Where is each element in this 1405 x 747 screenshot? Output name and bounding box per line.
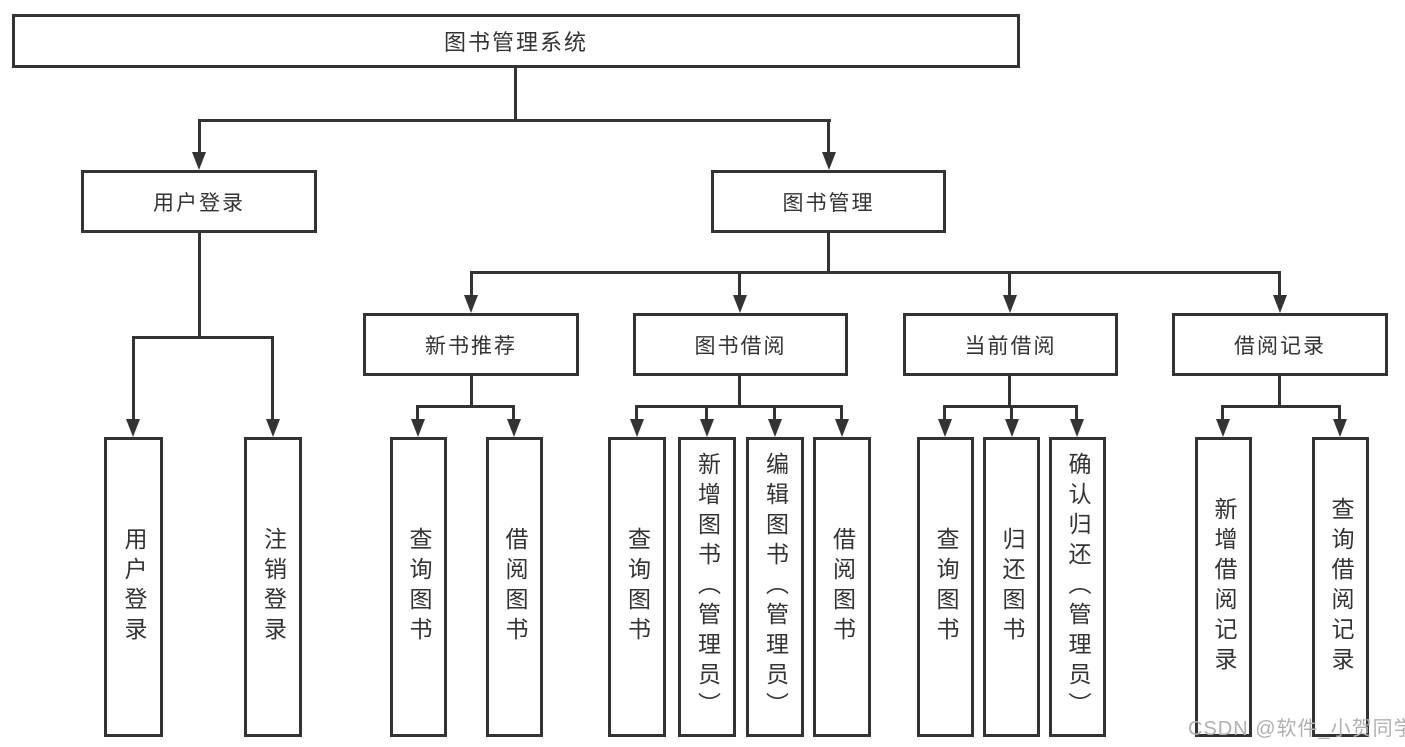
arrow-down-icon xyxy=(507,419,521,437)
arrow-down-icon xyxy=(192,152,206,170)
arrow-down-icon xyxy=(1273,295,1287,313)
watermark: CSDN @软件_小贺同学 xyxy=(1188,718,1405,740)
node-user-login-label: 用户登录 xyxy=(153,191,245,215)
connector-line xyxy=(1008,271,1011,297)
connector-line xyxy=(773,405,776,421)
leaf-label: 新增借阅记录 xyxy=(1211,497,1237,677)
leaf-label: 查询借阅记录 xyxy=(1328,497,1354,677)
node-current-borrow: 当前借阅 xyxy=(903,313,1118,376)
connector-line xyxy=(514,68,517,119)
node-book-borrow: 图书借阅 xyxy=(633,313,848,376)
leaf-query-books-borrow: 查询图书 xyxy=(608,437,666,737)
connector-line xyxy=(1010,405,1013,421)
connector-line xyxy=(132,336,274,339)
leaf-borrow-books: 借阅图书 xyxy=(813,437,871,737)
leaf-user-login: 用户登录 xyxy=(104,437,163,737)
node-current-borrow-label: 当前借阅 xyxy=(964,334,1057,358)
arrow-down-icon xyxy=(1070,419,1084,437)
leaf-add-books-admin: 新增图书（管理员） xyxy=(678,437,736,737)
arrow-down-icon xyxy=(768,419,782,437)
arrow-down-icon xyxy=(266,419,280,437)
connector-line xyxy=(198,119,201,154)
node-root: 图书管理系统 xyxy=(12,14,1020,68)
connector-line xyxy=(1075,405,1078,421)
leaf-logout: 注销登录 xyxy=(244,437,302,737)
node-book-management-label: 图书管理 xyxy=(782,191,875,215)
connector-line xyxy=(1278,376,1281,407)
node-borrow-records-label: 借阅记录 xyxy=(1234,334,1326,358)
leaf-borrow-books-recommend: 借阅图书 xyxy=(486,437,543,737)
connector-line xyxy=(1338,405,1341,421)
node-book-management: 图书管理 xyxy=(711,170,946,233)
connector-line xyxy=(635,405,638,421)
arrow-down-icon xyxy=(1216,419,1230,437)
connector-line xyxy=(1221,405,1341,408)
leaf-add-borrow-record: 新增借阅记录 xyxy=(1195,437,1252,737)
connector-line xyxy=(132,336,135,420)
leaf-return-books: 归还图书 xyxy=(983,437,1040,737)
leaf-label: 查询图书 xyxy=(624,527,651,647)
node-user-login: 用户登录 xyxy=(81,170,317,233)
leaf-label: 归还图书 xyxy=(999,527,1025,647)
leaf-label: 确认归还（管理员） xyxy=(1065,452,1091,722)
arrow-down-icon xyxy=(700,419,714,437)
connector-line xyxy=(827,233,830,273)
leaf-query-books-current: 查询图书 xyxy=(917,437,974,737)
connector-line xyxy=(635,405,843,408)
connector-line xyxy=(470,271,473,297)
arrow-down-icon xyxy=(411,419,425,437)
leaf-query-borrow-record: 查询借阅记录 xyxy=(1312,437,1369,737)
node-new-book-recommend-label: 新书推荐 xyxy=(425,334,517,358)
leaf-label: 编辑图书（管理员） xyxy=(762,452,789,722)
connector-line xyxy=(416,405,419,421)
connector-line xyxy=(738,271,741,297)
arrow-down-icon xyxy=(1003,295,1017,313)
connector-line xyxy=(198,119,831,122)
connector-line xyxy=(738,376,741,407)
connector-line xyxy=(840,405,843,421)
leaf-label: 注销登录 xyxy=(260,527,287,647)
connector-line xyxy=(827,119,830,154)
arrow-down-icon xyxy=(938,419,952,437)
node-book-borrow-label: 图书借阅 xyxy=(694,334,787,358)
leaf-label: 新增图书（管理员） xyxy=(694,452,721,722)
leaf-label: 用户登录 xyxy=(121,527,147,647)
connector-line xyxy=(943,405,946,421)
connector-line xyxy=(705,405,708,421)
connector-line xyxy=(198,233,201,336)
leaf-label: 借阅图书 xyxy=(829,527,856,647)
arrow-down-icon xyxy=(733,295,747,313)
arrow-down-icon xyxy=(1005,419,1019,437)
connector-line xyxy=(1008,376,1011,407)
leaf-query-books-recommend: 查询图书 xyxy=(390,437,447,737)
arrow-down-icon xyxy=(464,295,478,313)
arrow-down-icon xyxy=(835,419,849,437)
connector-line xyxy=(512,405,515,421)
arrow-down-icon xyxy=(630,419,644,437)
node-new-book-recommend: 新书推荐 xyxy=(363,313,579,376)
leaf-label: 借阅图书 xyxy=(502,527,528,647)
node-root-label: 图书管理系统 xyxy=(443,30,588,55)
leaf-confirm-return-admin: 确认归还（管理员） xyxy=(1049,437,1106,737)
arrow-down-icon xyxy=(126,419,140,437)
arrow-down-icon xyxy=(1333,419,1347,437)
leaf-label: 查询图书 xyxy=(406,527,432,647)
connector-line xyxy=(271,336,274,420)
leaf-label: 查询图书 xyxy=(933,527,959,647)
connector-line xyxy=(1278,271,1281,297)
node-borrow-records: 借阅记录 xyxy=(1172,313,1388,376)
connector-line xyxy=(416,405,515,408)
connector-line xyxy=(470,376,473,407)
arrow-down-icon xyxy=(822,152,836,170)
connector-line xyxy=(470,271,1281,274)
leaf-edit-books-admin: 编辑图书（管理员） xyxy=(746,437,804,737)
connector-line xyxy=(1221,405,1224,421)
